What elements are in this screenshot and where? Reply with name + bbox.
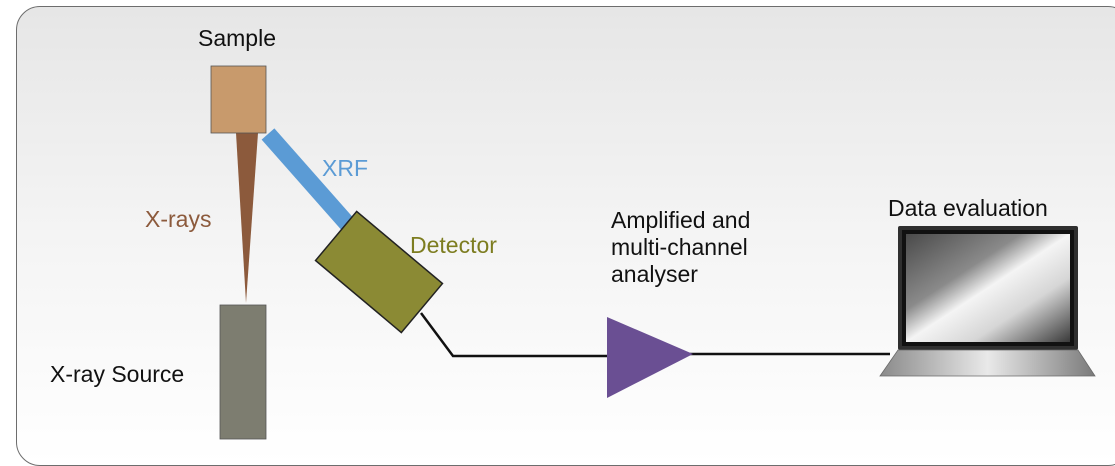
- xrays-label: X-rays: [145, 206, 212, 232]
- detector-block: [314, 210, 444, 334]
- xrf-diagram: [210, 65, 1096, 440]
- xray-source-label: X-ray Source: [50, 361, 185, 387]
- sample-label: Sample: [198, 25, 276, 51]
- amplifier-label-line-3: analyser: [611, 261, 698, 287]
- amplifier-triangle-icon: [607, 317, 693, 398]
- xray-beam: [236, 133, 258, 303]
- signal-cable: [419, 312, 608, 358]
- xrf-beam: [261, 128, 358, 234]
- sample-block: [210, 65, 267, 134]
- amplifier-label-line-2: multi-channel: [611, 234, 748, 260]
- detector-label: Detector: [410, 232, 497, 258]
- xray-source-block: [219, 304, 267, 440]
- data-evaluation-label: Data evaluation: [888, 195, 1048, 221]
- amplifier-label: Amplified and multi-channel analyser: [611, 207, 750, 288]
- xrf-label: XRF: [322, 155, 368, 181]
- laptop-icon: [879, 226, 1096, 377]
- amplifier-label-line-1: Amplified and: [611, 207, 751, 233]
